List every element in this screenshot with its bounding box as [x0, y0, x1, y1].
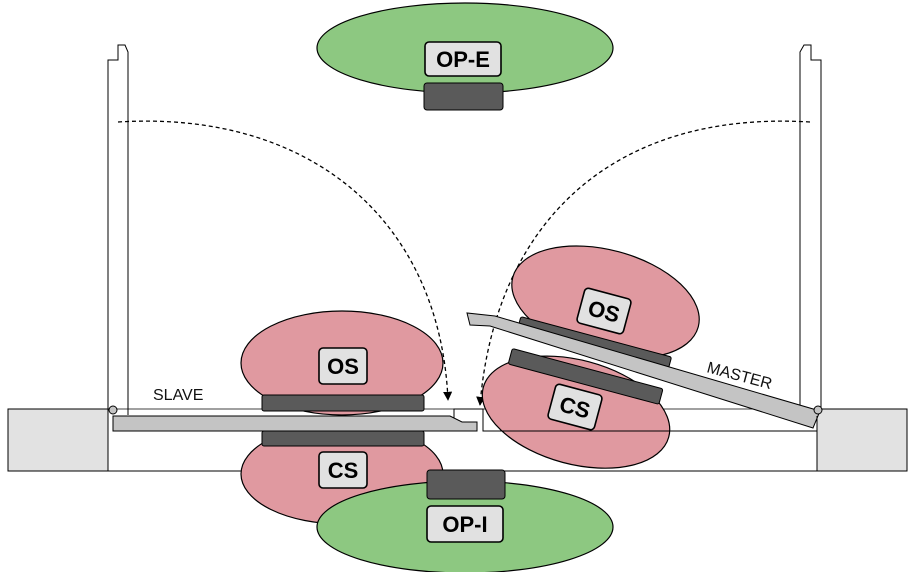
master-os-label-box: [576, 287, 632, 335]
slave-text: SLAVE: [153, 387, 203, 404]
master-cs-label-group: CS: [547, 383, 603, 431]
master-leaf-open: [799, 44, 822, 415]
master-cs-label-box: [547, 383, 603, 431]
op-e-sensor: [423, 82, 504, 111]
op-i-label-box: [426, 505, 504, 543]
slave-cs-label-box: [318, 451, 368, 489]
slave-leaf-open: [107, 44, 129, 415]
slave-leaf: [112, 415, 478, 432]
master-closed-stub: [453, 408, 818, 432]
master-os-label-group: OS: [576, 287, 632, 335]
slave-os-label: OS: [327, 354, 359, 379]
master-swing-arc: [476, 120, 811, 406]
master-leaf: [466, 312, 821, 429]
master-cs-sensor: [508, 348, 664, 405]
right-wall: [816, 408, 908, 472]
op-i-label: OP-I: [442, 512, 487, 537]
op-e-label: OP-E: [436, 47, 490, 72]
master-hinge: [813, 405, 823, 415]
op-e-label-box: [424, 41, 502, 77]
slave-os-label-box: [318, 347, 368, 385]
slave-cs-sensor: [261, 430, 425, 447]
op-i-sensor: [426, 469, 506, 500]
left-wall: [7, 408, 109, 472]
slave-os-sensor: [261, 394, 425, 412]
slave-hinge: [108, 405, 118, 415]
slave-swing-arc: [117, 120, 453, 401]
slave-cs-label: CS: [328, 458, 359, 483]
